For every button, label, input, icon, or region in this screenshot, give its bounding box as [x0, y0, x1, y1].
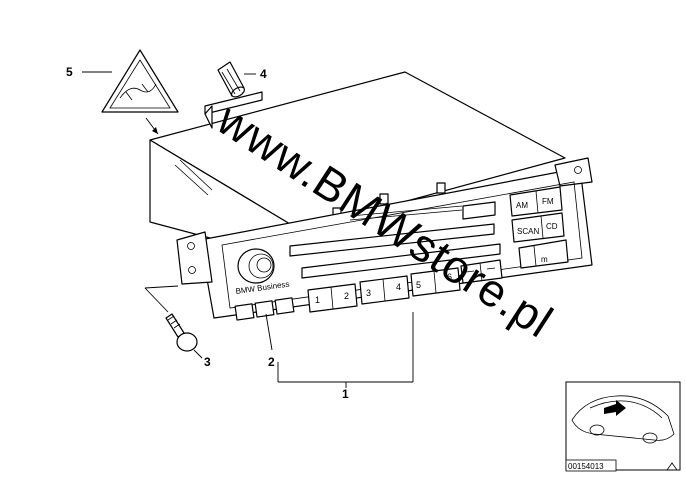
cd-label: CD	[546, 222, 558, 231]
callout-leaders	[82, 71, 414, 388]
scan-cd-button[interactable]	[511, 212, 565, 243]
callout-1: 1	[342, 387, 349, 401]
callout-4: 4	[260, 67, 267, 81]
plug-icon	[119, 83, 157, 101]
preset-label-3: 3	[366, 288, 371, 298]
preset-label-1: 1	[315, 295, 320, 305]
preset-label-2: 2	[344, 291, 349, 301]
preset-label-6: 6	[447, 272, 452, 282]
part-4-knob-cap	[217, 61, 245, 98]
part-3-screw	[165, 313, 198, 352]
right-mounting-ear	[554, 157, 593, 187]
thumbnail-code: 00154013	[568, 462, 604, 471]
m-label: m	[541, 255, 548, 264]
display-slot	[301, 243, 501, 279]
preset-keys: 1 2 3 4 5 6	[307, 259, 503, 313]
seek-key[interactable]	[460, 259, 503, 284]
am-label: AM	[516, 201, 528, 210]
callout-5: 5	[66, 65, 73, 79]
fm-label: FM	[542, 197, 554, 206]
callout-2: 2	[268, 355, 275, 369]
preset-label-5: 5	[416, 280, 421, 290]
preset-key-5-6[interactable]	[410, 267, 461, 297]
preset-label-4: 4	[396, 282, 401, 292]
vehicle-thumbnail: 00154013	[565, 381, 681, 472]
location-arrow-icon	[604, 400, 626, 416]
eject-slot	[462, 201, 496, 220]
small-button-2[interactable]	[254, 300, 275, 318]
left-mounting-ear	[176, 231, 213, 285]
m-button[interactable]	[518, 239, 569, 269]
small-button-3[interactable]	[274, 297, 295, 315]
cd-slot	[289, 223, 495, 257]
small-button-1[interactable]	[234, 303, 255, 321]
preset-key-1-2[interactable]	[307, 283, 358, 313]
preset-key-3-4[interactable]	[359, 275, 410, 305]
am-fm-button[interactable]	[509, 186, 563, 217]
radio-faceplate: BMW Business AM FM SCAN CD m 1 2	[176, 157, 593, 321]
volume-knob	[237, 248, 275, 284]
scan-label: SCAN	[517, 227, 539, 236]
part-5-warning-label	[101, 49, 179, 113]
corner-triangle-icon	[666, 462, 678, 471]
callout-3: 3	[204, 355, 211, 369]
band-buttons: AM FM SCAN CD m	[509, 186, 569, 269]
